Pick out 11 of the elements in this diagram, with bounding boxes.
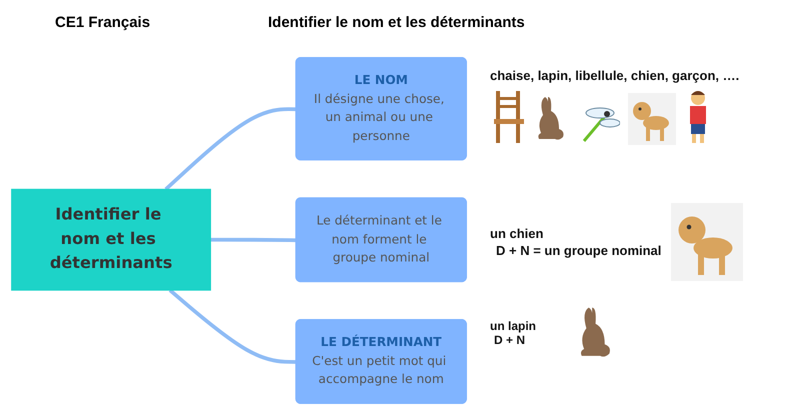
formula: D + N [494,333,526,347]
formula: D + N = un groupe nominal [496,243,662,258]
title: Identifier le nom et les déterminants [268,14,525,31]
example-phrase: un chien [490,226,544,241]
connector [168,288,296,364]
connector [210,238,296,242]
connector [164,107,296,191]
node-box: Identifier le nom et les déterminants [11,188,212,291]
subject-label: CE1 Français [55,14,150,31]
example-phrase: un lapin [490,319,536,333]
word-list: chaise, lapin, libellule, chien, garçon, …. [490,68,791,83]
